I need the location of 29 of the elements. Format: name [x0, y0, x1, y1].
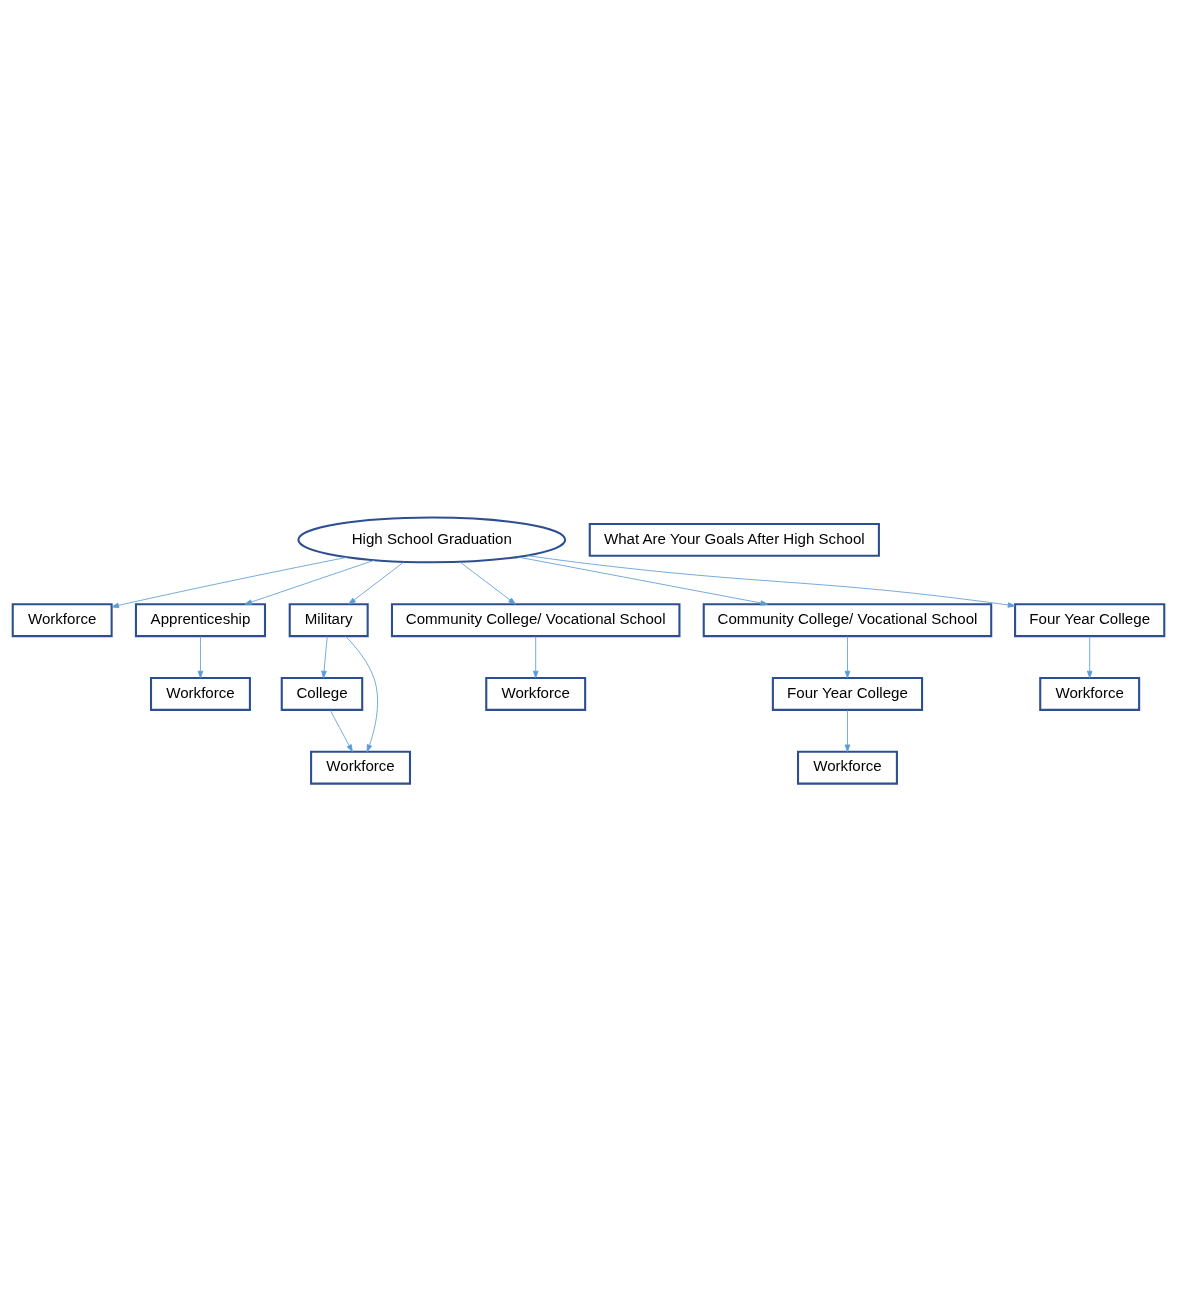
- node-box: What Are Your Goals After High School: [588, 522, 880, 557]
- arrow: [844, 709, 851, 752]
- node-box: Workforce: [796, 750, 898, 785]
- node-ellipse: High School Graduation: [297, 515, 567, 563]
- node-box: Community College/ Vocational School: [390, 602, 681, 637]
- arrow: [244, 559, 375, 605]
- arrow: [345, 635, 379, 752]
- node-box: Workforce: [485, 676, 587, 711]
- arrow: [1086, 635, 1093, 678]
- node-box: Workforce: [11, 602, 113, 637]
- arrow: [321, 635, 328, 678]
- node-box: Four Year College: [771, 676, 924, 711]
- node-box: College: [280, 676, 364, 711]
- node-box: Workforce: [310, 750, 412, 785]
- arrow: [517, 556, 768, 606]
- node-box: Workforce: [1039, 676, 1141, 711]
- arrow: [532, 635, 539, 678]
- node-box: Community College/ Vocational School: [702, 602, 993, 637]
- arrow: [526, 554, 1016, 608]
- node-box: Workforce: [149, 676, 251, 711]
- node-box: Military: [288, 602, 369, 637]
- arrow: [459, 561, 516, 604]
- arrow: [111, 556, 348, 608]
- arrow: [348, 561, 405, 604]
- arrow: [197, 635, 204, 678]
- node-box: Apprenticeship: [134, 602, 267, 637]
- arrow: [844, 635, 851, 678]
- node-box: Four Year College: [1014, 602, 1166, 637]
- arrow: [329, 709, 353, 752]
